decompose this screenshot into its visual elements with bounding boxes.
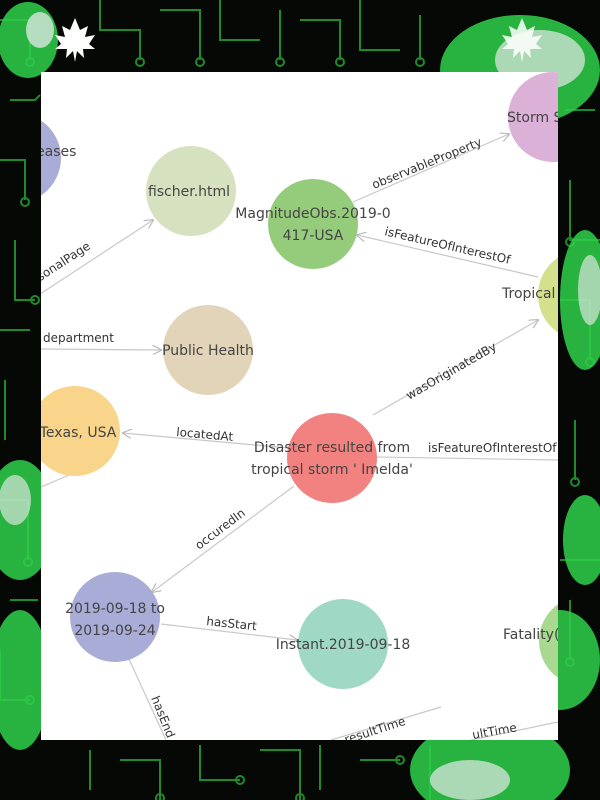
edge-department (41, 349, 161, 350)
svg-text:Tropical: Tropical (501, 286, 555, 302)
edge-has-end (128, 658, 167, 740)
svg-text:2019-09-24: 2019-09-24 (74, 623, 155, 639)
svg-text:Disaster resulted from: Disaster resulted from (254, 440, 410, 456)
edge-is-feature-of-interest-of-1 (357, 235, 539, 278)
node-public-health[interactable]: Public Health (162, 305, 254, 395)
svg-text:Fatality(: Fatality( (503, 627, 558, 643)
svg-text:2019-09-18 to: 2019-09-18 to (65, 601, 165, 617)
node-storm-series[interactable]: Storm S (507, 72, 558, 162)
node-magnitude-obs[interactable]: MagnitudeObs.2019-0 417-USA (235, 179, 391, 269)
node-texas[interactable]: Texas, USA (41, 386, 120, 476)
edge-label-has-start: hasStart (206, 614, 258, 633)
edge-label-personal-page: rsonalPage (41, 239, 93, 287)
svg-text:Instant.2019-09-18: Instant.2019-09-18 (276, 637, 411, 653)
node-instant[interactable]: Instant.2019-09-18 (276, 599, 411, 689)
edge-label-has-end: hasEnd (148, 694, 177, 740)
edge-label-department: department (43, 331, 114, 345)
svg-text:Texas, USA: Texas, USA (41, 425, 117, 441)
node-fatality[interactable]: Fatality( (503, 596, 558, 686)
edge-was-originated-by (372, 320, 538, 416)
node-disaster[interactable]: Disaster resulted from tropical storm ' … (251, 413, 413, 503)
maple-leaf-icon (502, 18, 542, 62)
svg-text:MagnitudeObs.2019-0: MagnitudeObs.2019-0 (235, 206, 390, 222)
edge-result-time-1 (330, 706, 442, 740)
edge-label-was-originated-by: wasOriginatedBy (404, 339, 499, 402)
svg-text:Storm S: Storm S (507, 110, 558, 126)
knowledge-graph[interactable]: rsonalPage observableProperty isFeatureO… (41, 72, 558, 740)
edge-label-observable-property: observableProperty (370, 135, 484, 192)
svg-text:Public Health: Public Health (162, 343, 254, 359)
node-time-interval[interactable]: 2019-09-18 to 2019-09-24 (65, 572, 165, 662)
svg-text:tropical storm ' Imelda': tropical storm ' Imelda' (251, 462, 413, 478)
edge-occured-in (152, 485, 295, 592)
edge-label-occured-in: occuredIn (192, 506, 248, 553)
edge-observable-property (352, 134, 509, 203)
maple-leaf-icon (55, 18, 95, 62)
edge-has-start (160, 623, 297, 640)
svg-text:fischer.html: fischer.html (148, 184, 230, 200)
edge-result-time-2 (470, 721, 558, 740)
edge-is-feature-of-interest-of-2 (376, 456, 558, 461)
edge-label-is-feature-of-interest-of-2: isFeatureOfInterestOf (428, 441, 557, 455)
edge-label-result-time-2: ultTime (471, 720, 518, 740)
node-fischer[interactable]: fischer.html (146, 146, 236, 236)
edge-personal-page (41, 220, 153, 295)
edge-label-result-time-1: resultTime (343, 714, 408, 740)
edge-located-at (123, 433, 289, 449)
svg-text:417-USA: 417-USA (283, 228, 344, 244)
edge-label-located-at: locatedAt (176, 425, 234, 444)
graph-card: rsonalPage observableProperty isFeatureO… (41, 72, 558, 740)
node-tropical[interactable]: Tropical (501, 250, 558, 340)
